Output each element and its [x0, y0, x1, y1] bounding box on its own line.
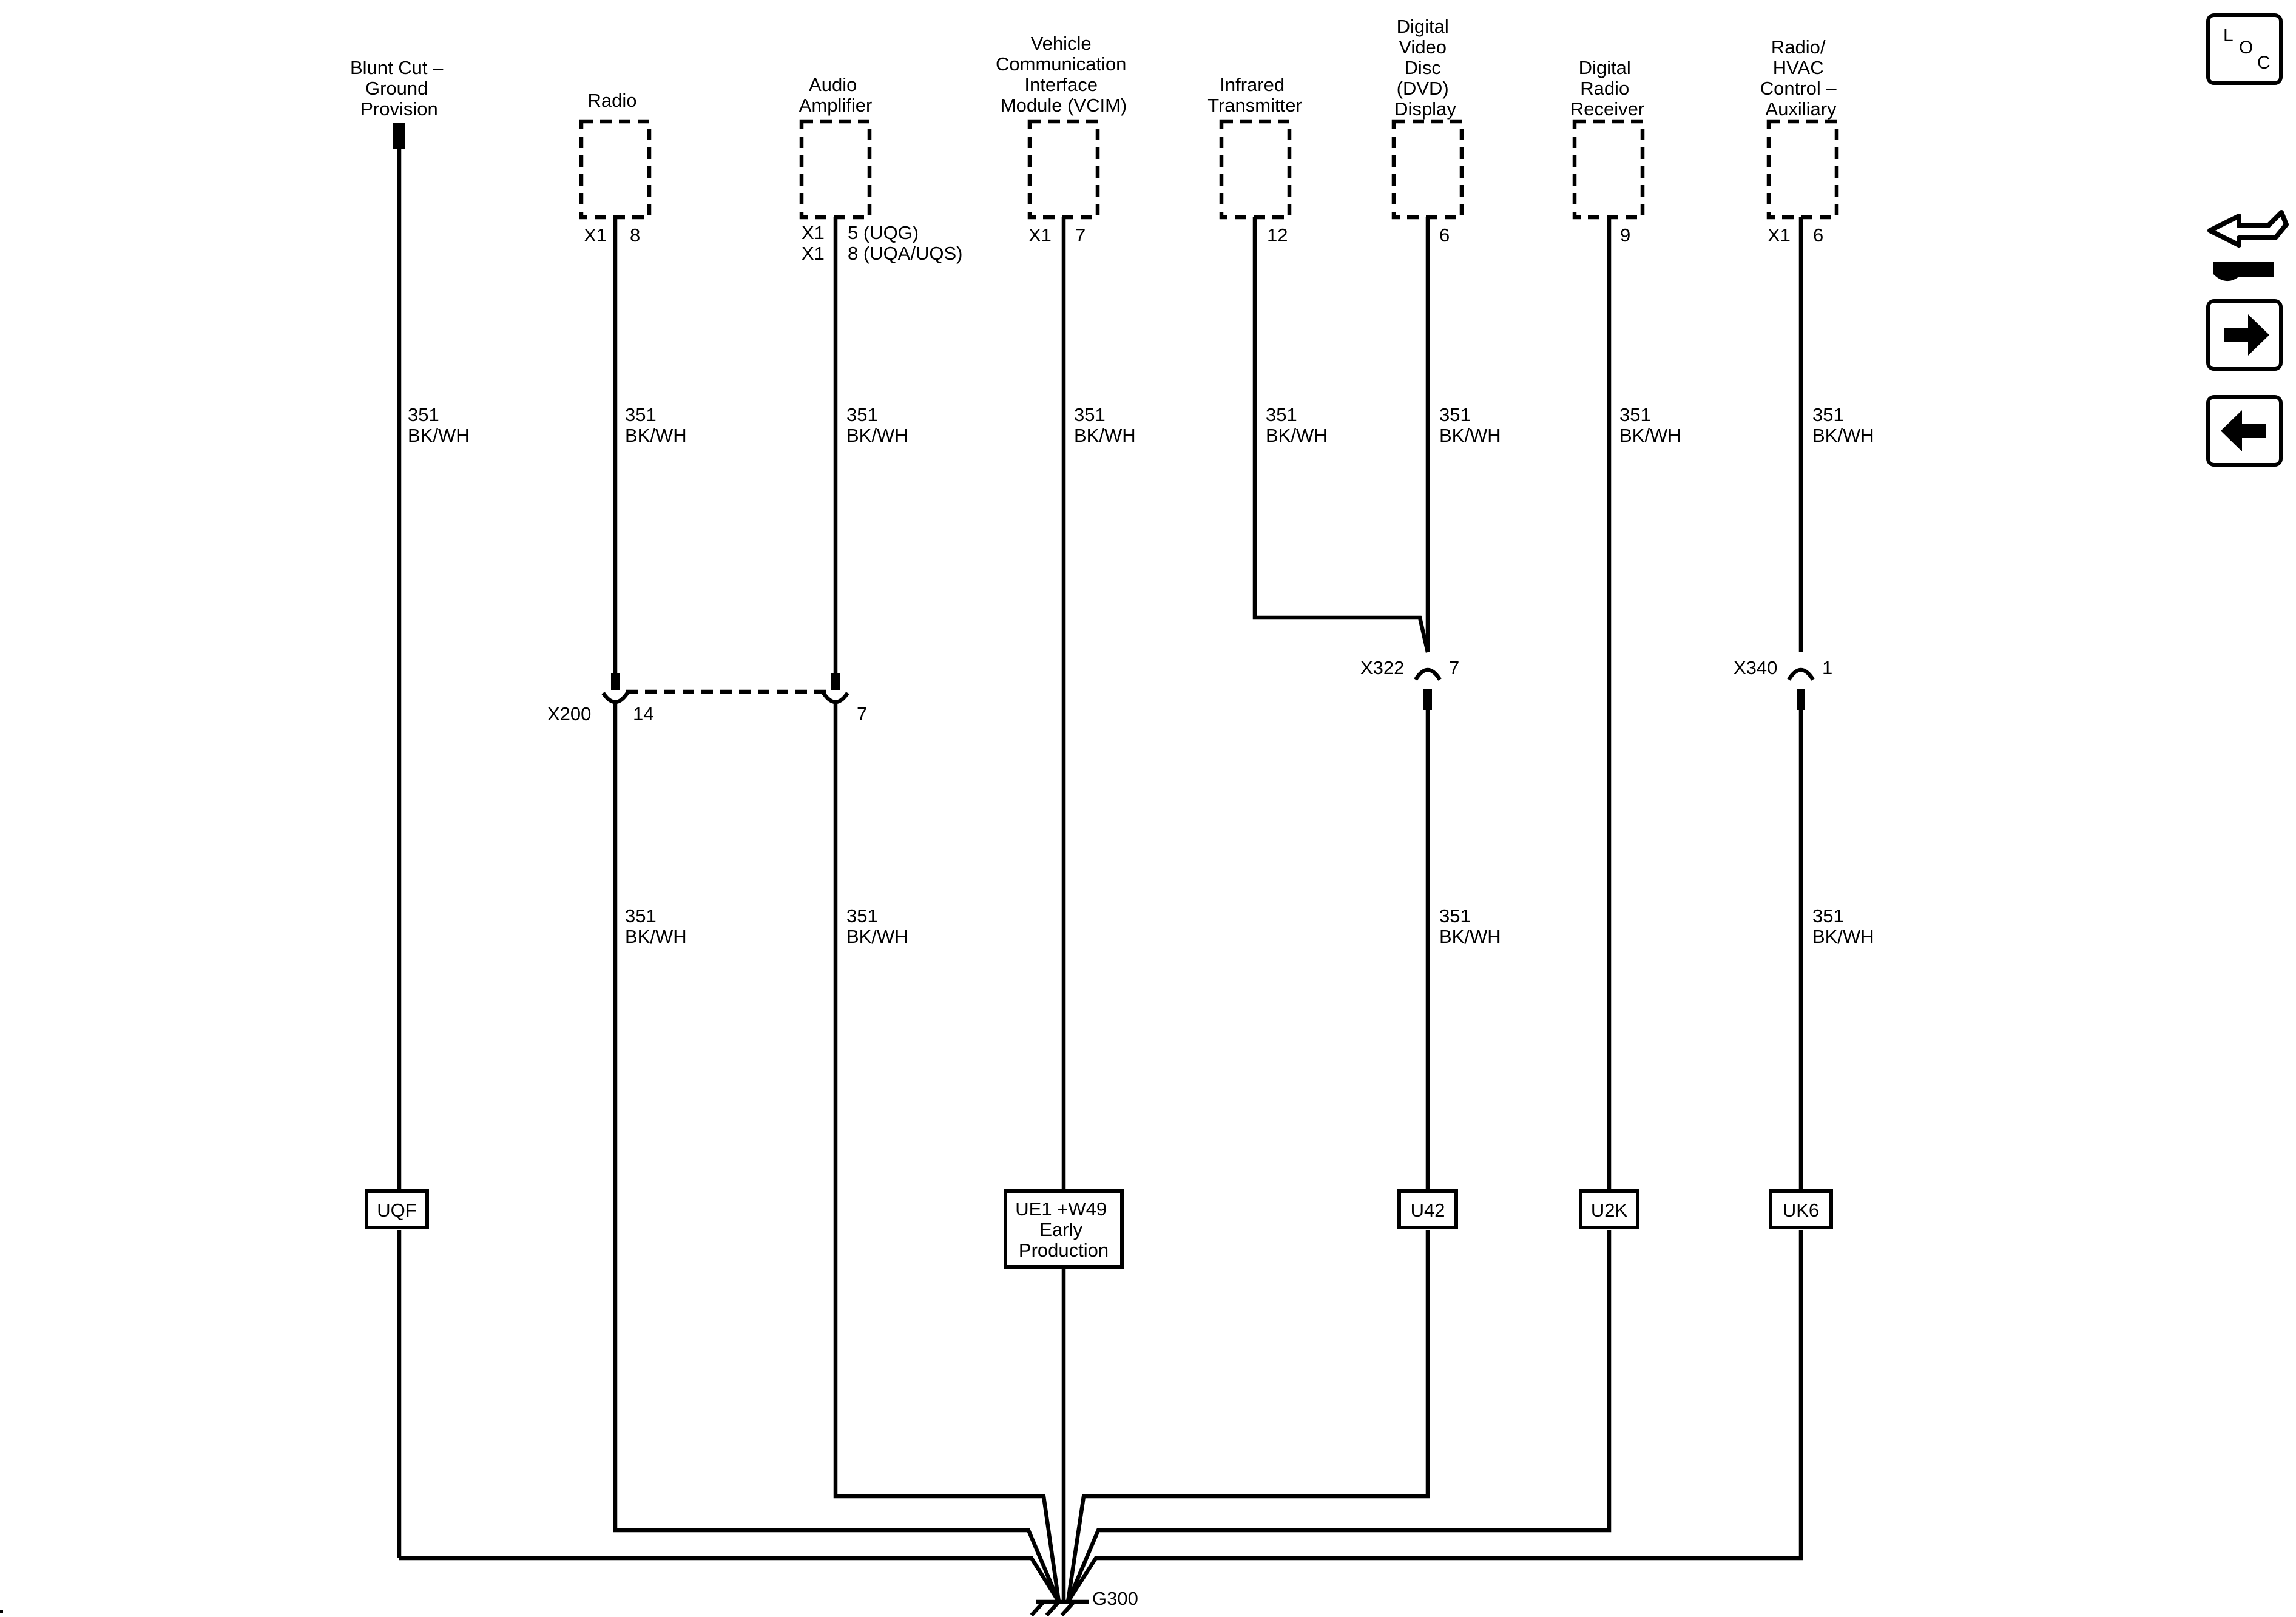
option-box-u42[interactable]: U42 — [1397, 1189, 1458, 1229]
x340-label: X340 — [1734, 657, 1777, 678]
x322-label: X322 — [1360, 657, 1404, 678]
option-label-u42: U42 — [1411, 1200, 1445, 1221]
pin-hvac-num: 6 — [1813, 224, 1823, 246]
wire-label-circuit: 351 — [846, 905, 878, 927]
previous-arrow-icon — [2221, 410, 2266, 451]
wire-blunt-cut-to-ground[interactable] — [399, 1556, 1061, 1603]
label-vcim: Vehicle Communication Interface Module (… — [996, 33, 1132, 116]
x200-pin-amp: 7 — [857, 703, 867, 724]
wire-hvac-lower[interactable] — [1066, 1230, 1803, 1603]
blunt-cut-terminal — [393, 123, 405, 149]
wire-label-circuit: 351 — [1074, 404, 1106, 425]
option-label-uqf: UQF — [377, 1200, 416, 1221]
wire-label-color: BK/WH — [1812, 425, 1874, 446]
loc-letter-o: O — [2239, 38, 2253, 58]
wire-label-color: BK/WH — [1439, 926, 1501, 947]
option-label-u2k: U2K — [1591, 1200, 1628, 1221]
component-box-vcim[interactable] — [1027, 119, 1100, 220]
wire-labels: 351 BK/WH 351 BK/WH 351 BK/WH 351 BK/WH … — [408, 404, 1874, 947]
wire-label-color: BK/WH — [625, 926, 687, 947]
wire-label-circuit: 351 — [1439, 905, 1471, 927]
option-label-uk6: UK6 — [1783, 1200, 1819, 1221]
wire-label-circuit: 351 — [1266, 404, 1297, 425]
wire-digradio-lower[interactable] — [1066, 1230, 1612, 1603]
connector-x200-amp[interactable] — [822, 673, 849, 704]
label-infrared-transmitter: Infrared Transmitter — [1207, 74, 1302, 116]
wire-ir-transmitter[interactable] — [1252, 217, 1430, 653]
label-radio-hvac-control: Radio/ HVAC Control – Auxiliary — [1760, 36, 1842, 120]
pin-amp-pin1: 5 (UQG) — [848, 222, 919, 243]
option-box-u2k[interactable]: U2K — [1579, 1189, 1639, 1229]
wire-label-circuit: 351 — [1619, 404, 1651, 425]
wire-dvd-lower[interactable] — [1065, 1230, 1430, 1602]
wire-label-circuit: 351 — [1812, 905, 1844, 927]
wire-label-color: BK/WH — [846, 926, 908, 947]
label-audio-amplifier: Audio Amplifier — [799, 74, 873, 116]
component-box-audio-amplifier[interactable] — [799, 119, 872, 220]
option-label-ue1: UE1 +W49 Early Production — [1015, 1198, 1112, 1261]
label-blunt-cut: Blunt Cut – Ground Provision — [350, 57, 448, 120]
component-box-radio[interactable] — [579, 119, 652, 220]
x322-pin: 7 — [1449, 657, 1459, 678]
option-box-uqf[interactable]: UQF — [365, 1189, 429, 1229]
wire-label-circuit: 351 — [1812, 404, 1844, 425]
pin-amp-conn2: X1 — [802, 243, 825, 264]
label-digital-radio-receiver: Digital Radio Receiver — [1570, 57, 1644, 120]
pin-amp-conn1: X1 — [802, 222, 825, 243]
wire-label-circuit: 351 — [625, 404, 657, 425]
connector-x322[interactable] — [1414, 667, 1442, 710]
label-dvd-display: Digital Video Disc (DVD) Display — [1394, 16, 1456, 120]
wire-label-circuit: 351 — [408, 404, 439, 425]
loc-letter-l: L — [2223, 25, 2234, 46]
component-box-dvd-display[interactable] — [1391, 119, 1464, 220]
pin-hvac-conn: X1 — [1768, 224, 1791, 246]
next-arrow-icon — [2224, 314, 2269, 356]
pin-amp-pin2: 8 (UQA/UQS) — [848, 243, 962, 264]
wire-label-color: BK/WH — [1074, 425, 1136, 446]
component-box-radio-hvac-control[interactable] — [1766, 119, 1839, 220]
ground-symbol-g300[interactable] — [1030, 1599, 1089, 1617]
option-box-ue1[interactable]: UE1 +W49 Early Production — [1004, 1189, 1124, 1269]
wire-label-circuit: 351 — [625, 905, 657, 927]
option-box-uk6[interactable]: UK6 — [1769, 1189, 1833, 1229]
ground-label: G300 — [1092, 1588, 1138, 1609]
connector-x340[interactable] — [1787, 667, 1815, 710]
next-arrow-button[interactable] — [2206, 299, 2283, 371]
pin-vcim-conn: X1 — [1028, 224, 1052, 246]
wire-label-color: BK/WH — [1439, 425, 1501, 446]
wire-amp-lower[interactable] — [833, 701, 1061, 1602]
edge-mark — [0, 1610, 3, 1613]
x340-pin: 1 — [1822, 657, 1832, 678]
wire-label-color: BK/WH — [625, 425, 687, 446]
wire-label-circuit: 351 — [1439, 404, 1471, 425]
wire-label-color: BK/WH — [408, 425, 470, 446]
label-radio: Radio — [588, 90, 637, 111]
pin-ir-num: 12 — [1267, 224, 1288, 246]
wire-label-color: BK/WH — [1619, 425, 1681, 446]
previous-arrow-button[interactable] — [2206, 395, 2283, 467]
wire-label-color: BK/WH — [1812, 926, 1874, 947]
wire-label-circuit: 351 — [846, 404, 878, 425]
pin-radio-num: 8 — [630, 224, 640, 246]
loc-letter-c: C — [2257, 53, 2271, 73]
connector-x200-radio[interactable] — [601, 673, 629, 704]
loc-button[interactable]: L O C — [2206, 13, 2283, 85]
x200-label: X200 — [547, 703, 591, 724]
wire-radio-lower[interactable] — [613, 701, 1061, 1603]
pin-vcim-num: 7 — [1075, 224, 1086, 246]
component-box-digital-radio-receiver[interactable] — [1572, 119, 1645, 220]
connector-repair-icon[interactable] — [2207, 210, 2289, 282]
pin-digradio-num: 9 — [1620, 224, 1630, 246]
component-box-infrared-transmitter[interactable] — [1219, 119, 1292, 220]
wire-label-color: BK/WH — [846, 425, 908, 446]
pin-dvd-num: 6 — [1439, 224, 1450, 246]
x200-pin-radio: 14 — [633, 703, 653, 724]
wire-label-color: BK/WH — [1266, 425, 1328, 446]
pin-radio-conn: X1 — [584, 224, 607, 246]
